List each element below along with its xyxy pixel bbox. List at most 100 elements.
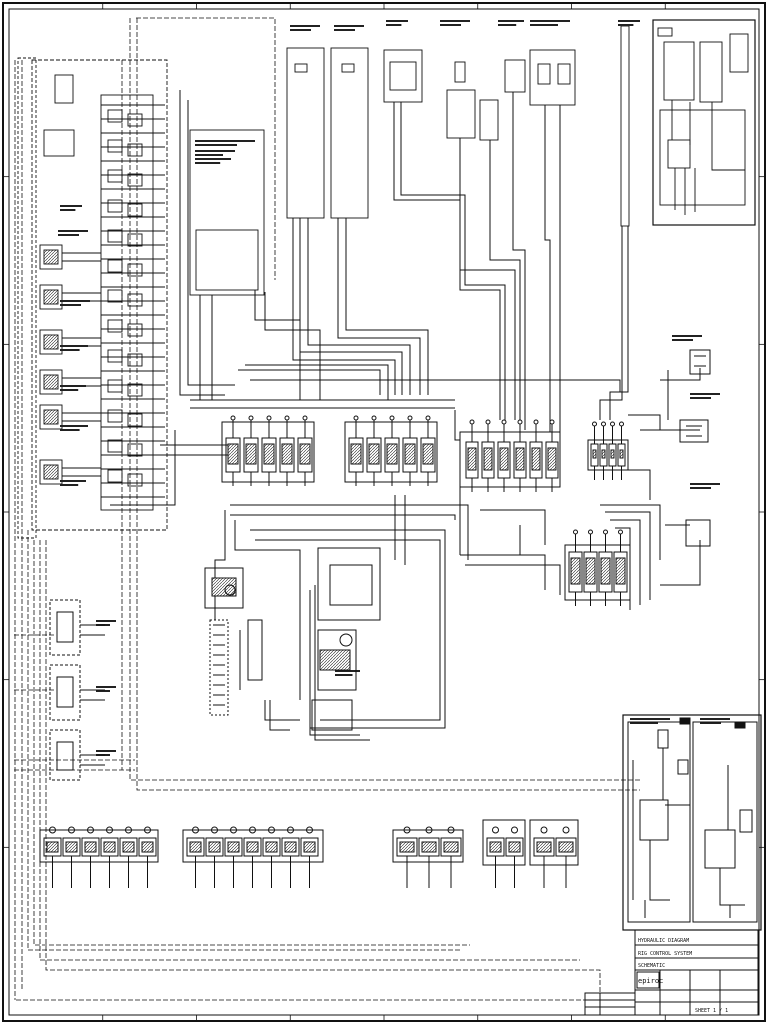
gauge-marker [268, 826, 275, 834]
annotation-text-bar [335, 674, 353, 676]
gauge-marker [249, 826, 256, 834]
valve-block [39, 459, 63, 485]
port-marker [407, 415, 413, 421]
valve-cell [107, 169, 123, 183]
valve-cell [127, 113, 143, 127]
port-marker [573, 529, 578, 535]
valve-spool [227, 443, 239, 465]
annotation-text-bar [60, 484, 79, 486]
annotation-text-bar [58, 230, 88, 232]
annotation-text-bar [672, 335, 702, 337]
port-marker [592, 421, 597, 427]
valve-block [39, 404, 63, 430]
annotation-text-bar [58, 234, 79, 236]
annotation-text-bar [60, 480, 86, 482]
valve-spool [281, 443, 293, 465]
valve-cell [127, 263, 143, 277]
manifold-spool [443, 841, 459, 853]
valve-cell [107, 349, 123, 363]
gauge-marker [511, 826, 518, 834]
valve-cell [127, 413, 143, 427]
valve-spool [386, 443, 398, 465]
port-marker [266, 415, 272, 421]
valve-cell [107, 439, 123, 453]
valve-cell [127, 293, 143, 307]
annotation-text-bar [60, 429, 80, 431]
valve-line [62, 377, 101, 387]
port-marker [601, 421, 606, 427]
valve-spool [467, 447, 477, 471]
manifold-spool [246, 841, 259, 853]
valve-cell [127, 173, 143, 187]
valve-line [62, 292, 101, 302]
manifold-spool [284, 841, 297, 853]
gauge-marker [125, 826, 132, 834]
bottom-manifolds [39, 819, 579, 888]
annotation-text-bar [386, 20, 408, 22]
valve-cell [127, 443, 143, 457]
annotation-text-bar [195, 150, 235, 152]
manifold-spool [399, 841, 415, 853]
port-marker [533, 419, 539, 425]
annotation-text-bar [96, 620, 116, 622]
annotation-text-bar [618, 24, 634, 26]
valve-cell [107, 259, 123, 273]
valve-block [39, 284, 63, 310]
valve-bank-left [221, 415, 315, 486]
annotation-text-bar [290, 29, 311, 31]
annotation-text-bar [195, 158, 231, 160]
valve-cell [127, 383, 143, 397]
port-marker [549, 419, 555, 425]
gauge-marker [492, 826, 499, 834]
valve-cell [107, 469, 123, 483]
valve-block [39, 369, 63, 395]
title-block [584, 929, 759, 1016]
port-marker [371, 415, 377, 421]
valve-spool [570, 557, 581, 585]
annotation-text-bar [96, 750, 116, 752]
annotation-text-bar [60, 345, 88, 347]
port-marker [284, 415, 290, 421]
annotation-text-bar [530, 24, 558, 26]
valve-spool [43, 289, 59, 305]
inset-panel-top-right [652, 19, 756, 226]
annotation-text-bar [60, 300, 90, 302]
manifold-spool [489, 841, 502, 853]
annotation-text-bar [690, 393, 720, 395]
valve-spool [43, 409, 59, 425]
valve-spool [43, 374, 59, 390]
top-consumers [189, 25, 630, 296]
port-marker [389, 415, 395, 421]
annotation-text-bar [630, 722, 658, 724]
valve-spool [592, 449, 597, 459]
gauge-marker [230, 826, 237, 834]
annotation-text-bar [334, 29, 355, 31]
left-sensor-cards [49, 599, 105, 781]
valve-cell [107, 319, 123, 333]
annotation-text-bar [60, 209, 76, 211]
annotation-text-bar [672, 339, 693, 341]
title-line-2: RIG CONTROL SYSTEM [638, 951, 692, 957]
manifold-spool [421, 841, 437, 853]
valve-spool [601, 449, 606, 459]
manifold-spool [303, 841, 316, 853]
valve-spool [585, 557, 596, 585]
valve-block [39, 244, 63, 270]
border-ticks [3, 3, 765, 1021]
manifold-spool [558, 841, 574, 853]
port-marker [425, 415, 431, 421]
valve-spool [619, 449, 624, 459]
annotation-text-bar [60, 349, 80, 351]
central-control-assembly [204, 547, 381, 731]
gauge-marker [540, 826, 548, 834]
manifold-spool [536, 841, 552, 853]
company-logo: epiroc [638, 977, 663, 985]
manifold-spool [508, 841, 521, 853]
port-marker [517, 419, 523, 425]
inset-panel-lower-right [622, 714, 762, 931]
port-marker [302, 415, 308, 421]
valve-cell [107, 409, 123, 423]
manifold-spool [141, 841, 154, 853]
port-marker [353, 415, 359, 421]
